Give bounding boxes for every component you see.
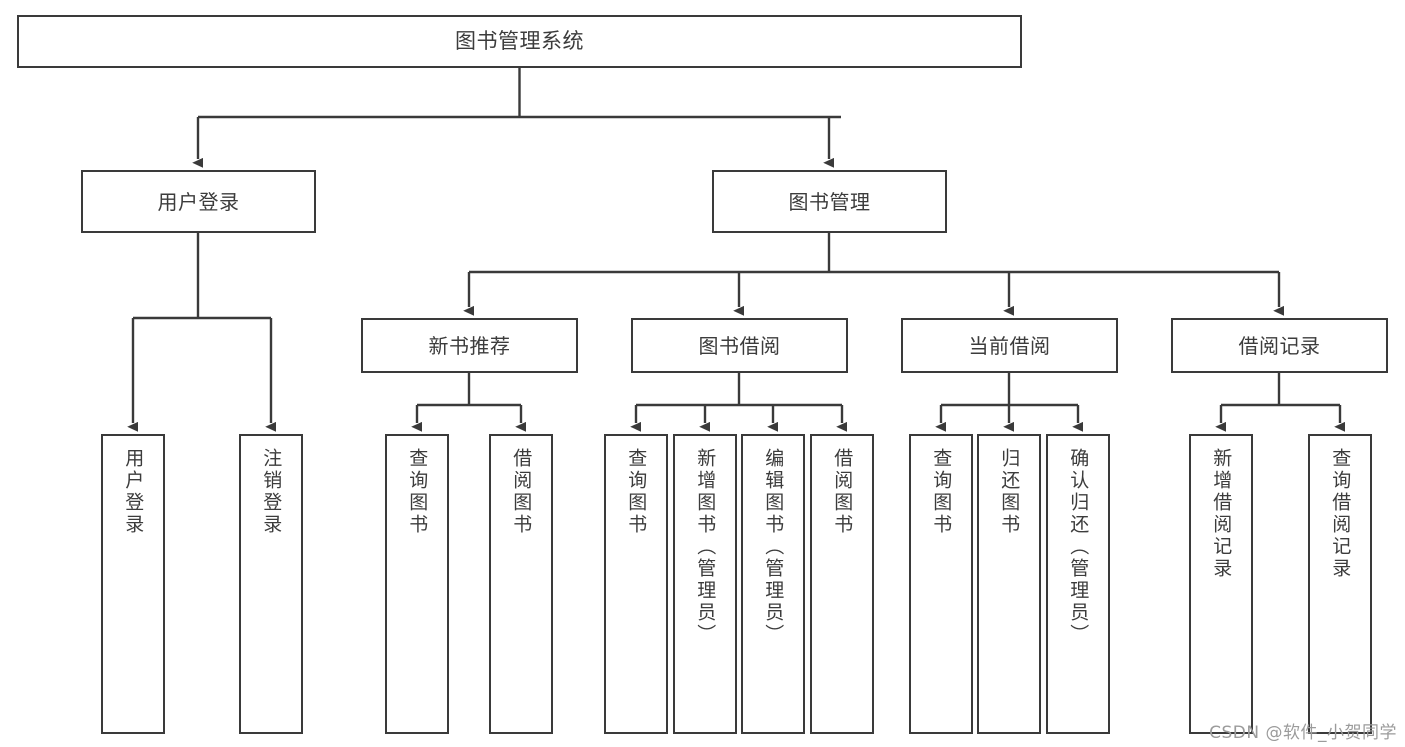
leaf-current-borrow-query-book[interactable]: 查询图书 [909,434,973,734]
leaf-new-book-borrow-book[interactable]: 借阅图书 [489,434,553,734]
leaf-book-borrow-add-book-admin[interactable]: 新增图书（管理员） [673,434,737,734]
node-label: 新增借阅记录 [1210,448,1233,580]
node-label: 查询图书 [625,448,648,536]
node-label: 用户登录 [157,189,240,214]
leaf-book-borrow-borrow-book[interactable]: 借阅图书 [810,434,874,734]
node-label: 查询借阅记录 [1329,448,1352,580]
node-label: 当前借阅 [968,333,1051,358]
node-label: 图书借阅 [698,333,781,358]
leaf-book-borrow-query-book[interactable]: 查询图书 [604,434,668,734]
leaf-new-book-query-book[interactable]: 查询图书 [385,434,449,734]
node-user-login[interactable]: 用户登录 [81,170,316,233]
node-label: 归还图书 [998,448,1021,536]
node-label: 确认归还（管理员） [1067,448,1090,646]
node-book-management[interactable]: 图书管理 [712,170,947,233]
node-label: 查询图书 [930,448,953,536]
node-book-borrow[interactable]: 图书借阅 [631,318,848,373]
leaf-book-borrow-edit-book-admin[interactable]: 编辑图书（管理员） [741,434,805,734]
node-label: 用户登录 [122,448,145,536]
leaf-current-borrow-confirm-return-admin[interactable]: 确认归还（管理员） [1046,434,1110,734]
node-label: 借阅图书 [831,448,854,536]
node-borrow-record[interactable]: 借阅记录 [1171,318,1388,373]
leaf-current-borrow-return-book[interactable]: 归还图书 [977,434,1041,734]
node-label: 图书管理系统 [455,28,584,53]
node-label: 编辑图书（管理员） [762,448,785,646]
node-label: 图书管理 [788,189,871,214]
node-label: 查询图书 [406,448,429,536]
node-label: 借阅图书 [510,448,533,536]
leaf-user-login-logout[interactable]: 注销登录 [239,434,303,734]
node-current-borrow[interactable]: 当前借阅 [901,318,1118,373]
node-label: 新书推荐 [428,333,511,358]
leaf-user-login-login[interactable]: 用户登录 [101,434,165,734]
node-label: 新增图书（管理员） [694,448,717,646]
node-label: 注销登录 [260,448,283,536]
leaf-borrow-record-add-record[interactable]: 新增借阅记录 [1189,434,1253,734]
node-label: 借阅记录 [1238,333,1321,358]
node-new-book-recommend[interactable]: 新书推荐 [361,318,578,373]
node-root-book-management-system[interactable]: 图书管理系统 [17,15,1022,68]
leaf-borrow-record-query-record[interactable]: 查询借阅记录 [1308,434,1372,734]
